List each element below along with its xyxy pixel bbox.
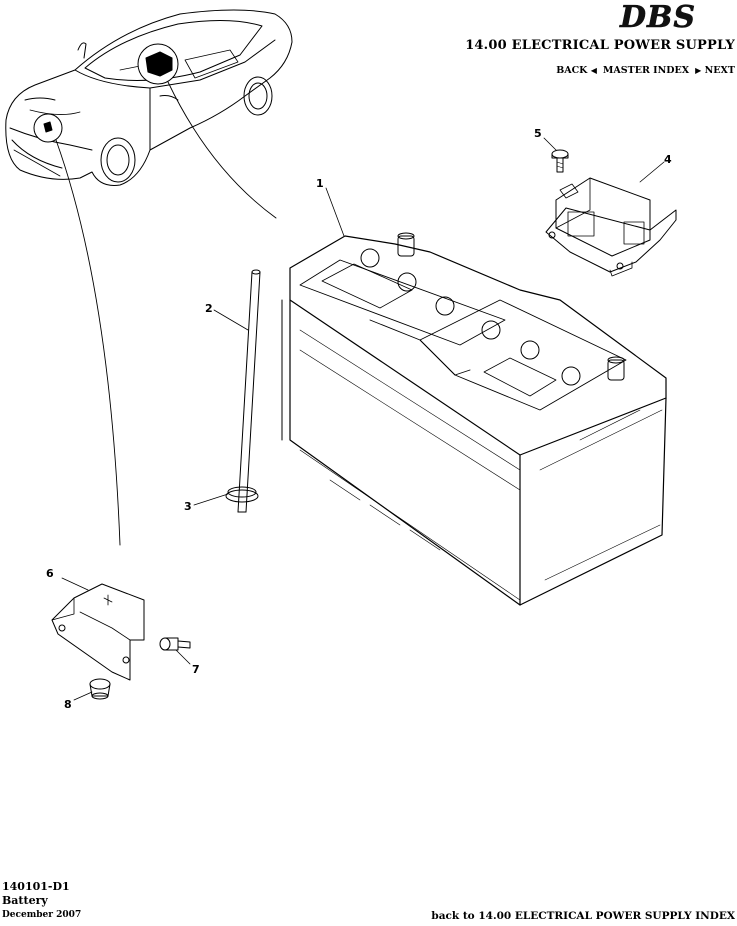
footer-info: 140101-D1 Battery December 2007 bbox=[2, 880, 81, 922]
callout-3: 3 bbox=[184, 500, 192, 513]
battery-part bbox=[281, 232, 667, 606]
callout-1: 1 bbox=[316, 177, 324, 190]
back-to-index-link[interactable]: back to 14.00 ELECTRICAL POWER SUPPLY IN… bbox=[431, 910, 735, 922]
callout-2: 2 bbox=[205, 302, 213, 315]
callout-7: 7 bbox=[192, 663, 200, 676]
car-illustration bbox=[5, 9, 293, 546]
back-arrow-icon: ◀ bbox=[590, 65, 597, 75]
diagram-code: 140101-D1 bbox=[2, 880, 70, 893]
navigation-bar: BACK ◀ MASTER INDEX ▶ NEXT bbox=[556, 65, 735, 76]
diagram-name: Battery bbox=[2, 894, 48, 907]
leader-lines bbox=[61, 137, 665, 701]
callout-6: 6 bbox=[46, 567, 54, 580]
nut-8-part bbox=[89, 678, 111, 700]
back-link[interactable]: BACK ◀ bbox=[556, 65, 597, 76]
section-title: 14.00 ELECTRICAL POWER SUPPLY bbox=[465, 38, 735, 53]
bracket-part bbox=[51, 583, 145, 681]
master-index-link[interactable]: MASTER INDEX bbox=[602, 65, 690, 76]
dbs-logo: DBS bbox=[619, 2, 696, 32]
callout-5: 5 bbox=[534, 127, 542, 140]
callout-numbers: 1 2 3 4 5 6 7 8 bbox=[46, 127, 672, 711]
diagram-date: December 2007 bbox=[2, 910, 82, 920]
bolt-7-part bbox=[159, 637, 191, 651]
logo-text: DBS bbox=[619, 2, 696, 32]
callout-4: 4 bbox=[664, 153, 672, 166]
next-arrow-icon: ▶ bbox=[695, 65, 702, 75]
next-link[interactable]: ▶ NEXT bbox=[695, 65, 735, 76]
vent-tube-part bbox=[225, 269, 261, 513]
screw-5-part bbox=[551, 149, 569, 173]
callout-8: 8 bbox=[64, 698, 72, 711]
module-part bbox=[545, 177, 677, 277]
